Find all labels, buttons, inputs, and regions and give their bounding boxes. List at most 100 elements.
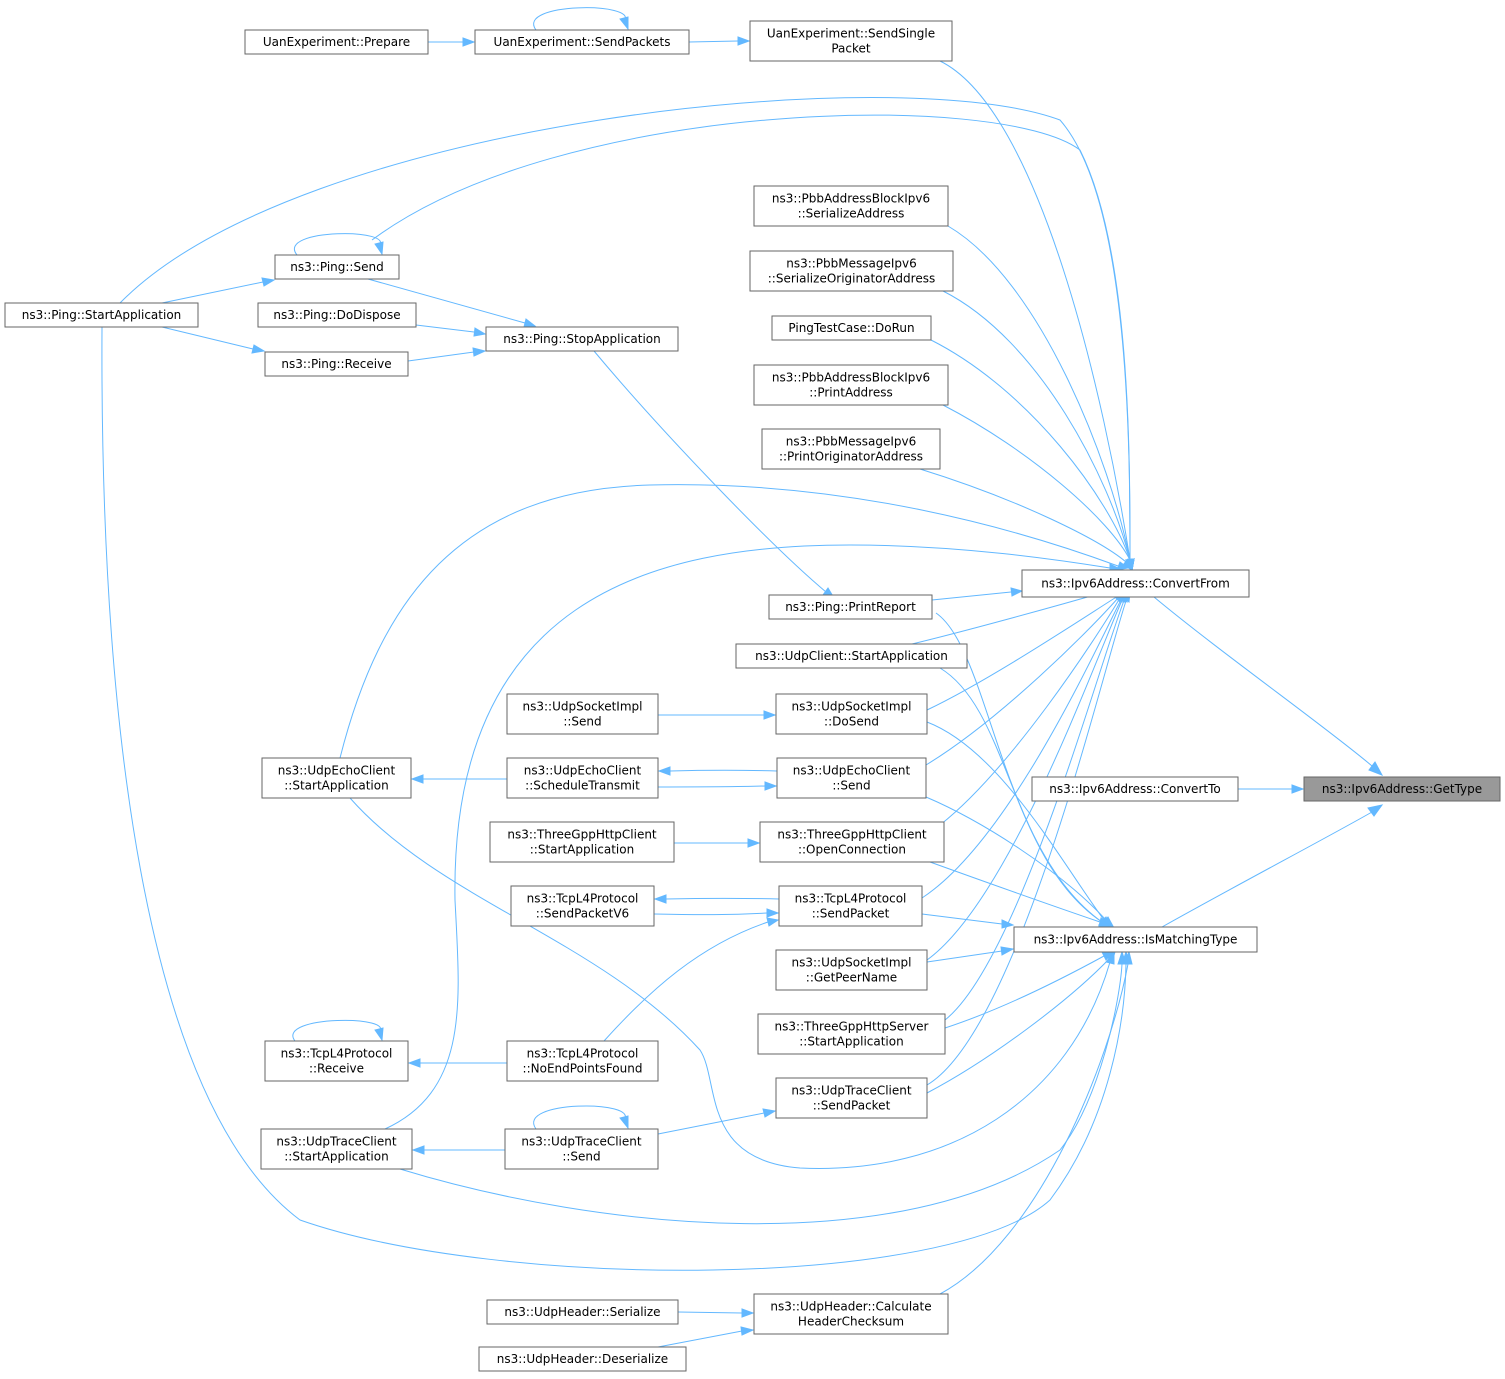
- node-box: [749, 250, 954, 292]
- node-label: ns3::Ipv6Address::GetType: [1322, 782, 1482, 796]
- edge-pingsend-pingstop: [367, 278, 537, 328]
- node-udphdrser[interactable]: ns3::UdpHeader::Serialize: [486, 1299, 679, 1325]
- node-box: [778, 885, 923, 927]
- node-label: ns3::TcpL4Protocol: [795, 892, 907, 906]
- node-pingreceive[interactable]: ns3::Ping::Receive: [264, 351, 409, 377]
- node-label: HeaderChecksum: [798, 1315, 904, 1329]
- node-label: ns3::TcpL4Protocol: [527, 1047, 639, 1061]
- node-udpsockdosend[interactable]: ns3::UdpSocketImpl::DoSend: [775, 693, 928, 735]
- node-pbbmsgser[interactable]: ns3::PbbMessageIpv6::SerializeOriginator…: [749, 250, 954, 292]
- node-label: ns3::UdpHeader::Calculate: [770, 1300, 931, 1314]
- node-box: [260, 1128, 413, 1170]
- node-pingdispose[interactable]: ns3::Ping::DoDispose: [257, 302, 417, 328]
- edge-tcpsendpacket-ismatching-arrowhead: [1001, 919, 1015, 929]
- node-udptracesend[interactable]: ns3::UdpTraceClient::Send: [504, 1128, 659, 1170]
- node-convertto[interactable]: ns3::Ipv6Address::ConvertTo: [1031, 776, 1239, 802]
- node-label: UanExperiment::Prepare: [263, 35, 410, 49]
- edge-udpechosend-convertfrom: [925, 591, 1125, 766]
- node-label: ns3::UdpEchoClient: [278, 764, 396, 778]
- edge-udphdrser-udphdrcalc-arrowhead: [741, 1308, 755, 1318]
- edge-uanprepare-uansendpackets: [428, 37, 476, 47]
- node-convertfrom[interactable]: ns3::Ipv6Address::ConvertFrom: [1021, 569, 1250, 598]
- node-box: [761, 428, 941, 470]
- node-label: ::ScheduleTransmit: [525, 779, 640, 793]
- node-box: [264, 351, 409, 377]
- node-box: [506, 1040, 659, 1082]
- node-box: [506, 693, 659, 735]
- node-box: [489, 821, 675, 863]
- node-udpechosched[interactable]: ns3::UdpEchoClient::ScheduleTransmit: [506, 757, 659, 799]
- edge-3gppclientstart-3gppopenconn: [674, 838, 761, 848]
- edge-tcpsendpacket-tcpsendv6: [653, 894, 780, 904]
- node-label: ::Send: [832, 779, 870, 793]
- node-udptracestart[interactable]: ns3::UdpTraceClient::StartApplication: [260, 1128, 413, 1170]
- edge-uansendsingle-convertfrom: [939, 60, 1135, 572]
- node-udpechosend[interactable]: ns3::UdpEchoClient::Send: [776, 757, 927, 799]
- node-box: [244, 29, 429, 55]
- node-box: [264, 1040, 409, 1082]
- node-udpechostart[interactable]: ns3::UdpEchoClient::StartApplication: [261, 757, 412, 799]
- node-pingstartapp[interactable]: ns3::Ping::StartApplication: [4, 302, 199, 328]
- edge-udpsockpeer-ismatching: [926, 946, 1015, 963]
- node-label: ns3::UdpTraceClient: [791, 1084, 911, 1098]
- node-box: [474, 29, 690, 55]
- node-label: ::StartApplication: [530, 843, 634, 857]
- node-box: [1013, 926, 1258, 953]
- edge-udpechostart-ismatching: [349, 797, 1115, 1169]
- edge-3gppserverstart-ismatching: [944, 951, 1115, 1029]
- node-label: ns3::ThreeGppHttpServer: [775, 1020, 929, 1034]
- edge-pingreport-convertfrom-arrowhead: [1010, 587, 1024, 597]
- node-label: ::StartApplication: [284, 1150, 388, 1164]
- node-pbbblockser[interactable]: ns3::PbbAddressBlockIpv6::SerializeAddre…: [753, 185, 949, 227]
- edge-tcpsendv6-tcpsendpacket: [653, 908, 780, 918]
- node-label: ns3::Ipv6Address::ConvertFrom: [1041, 577, 1230, 591]
- edge-uansendpackets-self-arrowhead: [619, 16, 629, 31]
- edge-3gppopenconn-ismatching: [929, 861, 1112, 927]
- node-tcpsendpacket[interactable]: ns3::TcpL4Protocol::SendPacket: [778, 885, 923, 927]
- node-udptracesendpacket[interactable]: ns3::UdpTraceClient::SendPacket: [775, 1077, 928, 1119]
- node-3gppopenconn[interactable]: ns3::ThreeGppHttpClient::OpenConnection: [759, 821, 945, 863]
- node-3gppclientstart[interactable]: ns3::ThreeGppHttpClient::StartApplicatio…: [489, 821, 675, 863]
- edge-3gppopenconn-convertfrom-line: [939, 597, 1121, 826]
- node-label: ns3::Ping::StopApplication: [503, 332, 661, 346]
- node-pingtest[interactable]: PingTestCase::DoRun: [771, 315, 932, 341]
- edge-udptracestart-ismatching-line: [399, 963, 1123, 1225]
- node-pingsend[interactable]: ns3::Ping::Send: [274, 254, 400, 280]
- node-box: [261, 757, 412, 799]
- node-pingstop[interactable]: ns3::Ping::StopApplication: [485, 326, 679, 352]
- node-udpclientstart[interactable]: ns3::UdpClient::StartApplication: [735, 643, 968, 669]
- node-label: ns3::UdpEchoClient: [524, 764, 642, 778]
- node-ismatching[interactable]: ns3::Ipv6Address::IsMatchingType: [1013, 926, 1258, 953]
- edge-udptracesend-udptracesendpacket-line: [657, 1112, 765, 1135]
- edge-pingreport-ismatching-line: [935, 612, 1103, 923]
- node-tcpsendv6[interactable]: ns3::TcpL4Protocol::SendPacketV6: [510, 885, 655, 927]
- node-uanprepare[interactable]: UanExperiment::Prepare: [244, 29, 429, 55]
- node-tcpreceive[interactable]: ns3::TcpL4Protocol::Receive: [264, 1040, 409, 1082]
- node-label: ::SerializeAddress: [798, 207, 905, 221]
- edge-tcpsendpacket-ismatching-line: [921, 913, 1003, 925]
- edge-pingsend-self: [293, 233, 384, 256]
- edge-pingreport-convertfrom-line: [931, 591, 1012, 601]
- node-pbbmsgprint[interactable]: ns3::PbbMessageIpv6::PrintOriginatorAddr…: [761, 428, 941, 470]
- edge-udpechosend-udpechosched-arrowhead: [657, 766, 671, 776]
- edge-ismatching-gettype: [1161, 804, 1384, 928]
- node-pbbblockprint[interactable]: ns3::PbbAddressBlockIpv6::PrintAddress: [753, 364, 949, 406]
- node-udphdrdeser[interactable]: ns3::UdpHeader::Deserialize: [478, 1346, 687, 1372]
- node-udpsockpeer[interactable]: ns3::UdpSocketImpl::GetPeerName: [775, 949, 928, 991]
- node-uansendpackets[interactable]: UanExperiment::SendPackets: [474, 29, 690, 55]
- node-label: ns3::ThreeGppHttpClient: [777, 828, 927, 842]
- edge-uansendpackets-uansendsingle: [688, 36, 751, 46]
- node-tcpnoendpoints[interactable]: ns3::TcpL4Protocol::NoEndPointsFound: [506, 1040, 659, 1082]
- node-label: ns3::UdpHeader::Deserialize: [497, 1352, 668, 1366]
- node-udpsocksend[interactable]: ns3::UdpSocketImpl::Send: [506, 693, 659, 735]
- node-pingreport[interactable]: ns3::Ping::PrintReport: [768, 594, 933, 620]
- edge-uansendpackets-self: [533, 7, 629, 31]
- edge-udphdrdeser-udphdrcalc-line: [657, 1330, 743, 1348]
- node-box: [1031, 776, 1239, 802]
- edge-pingsend-pingstop-line: [367, 278, 526, 324]
- edge-pingreceive-pingstop-line: [407, 351, 475, 362]
- node-3gppserverstart[interactable]: ns3::ThreeGppHttpServer::StartApplicatio…: [757, 1013, 946, 1055]
